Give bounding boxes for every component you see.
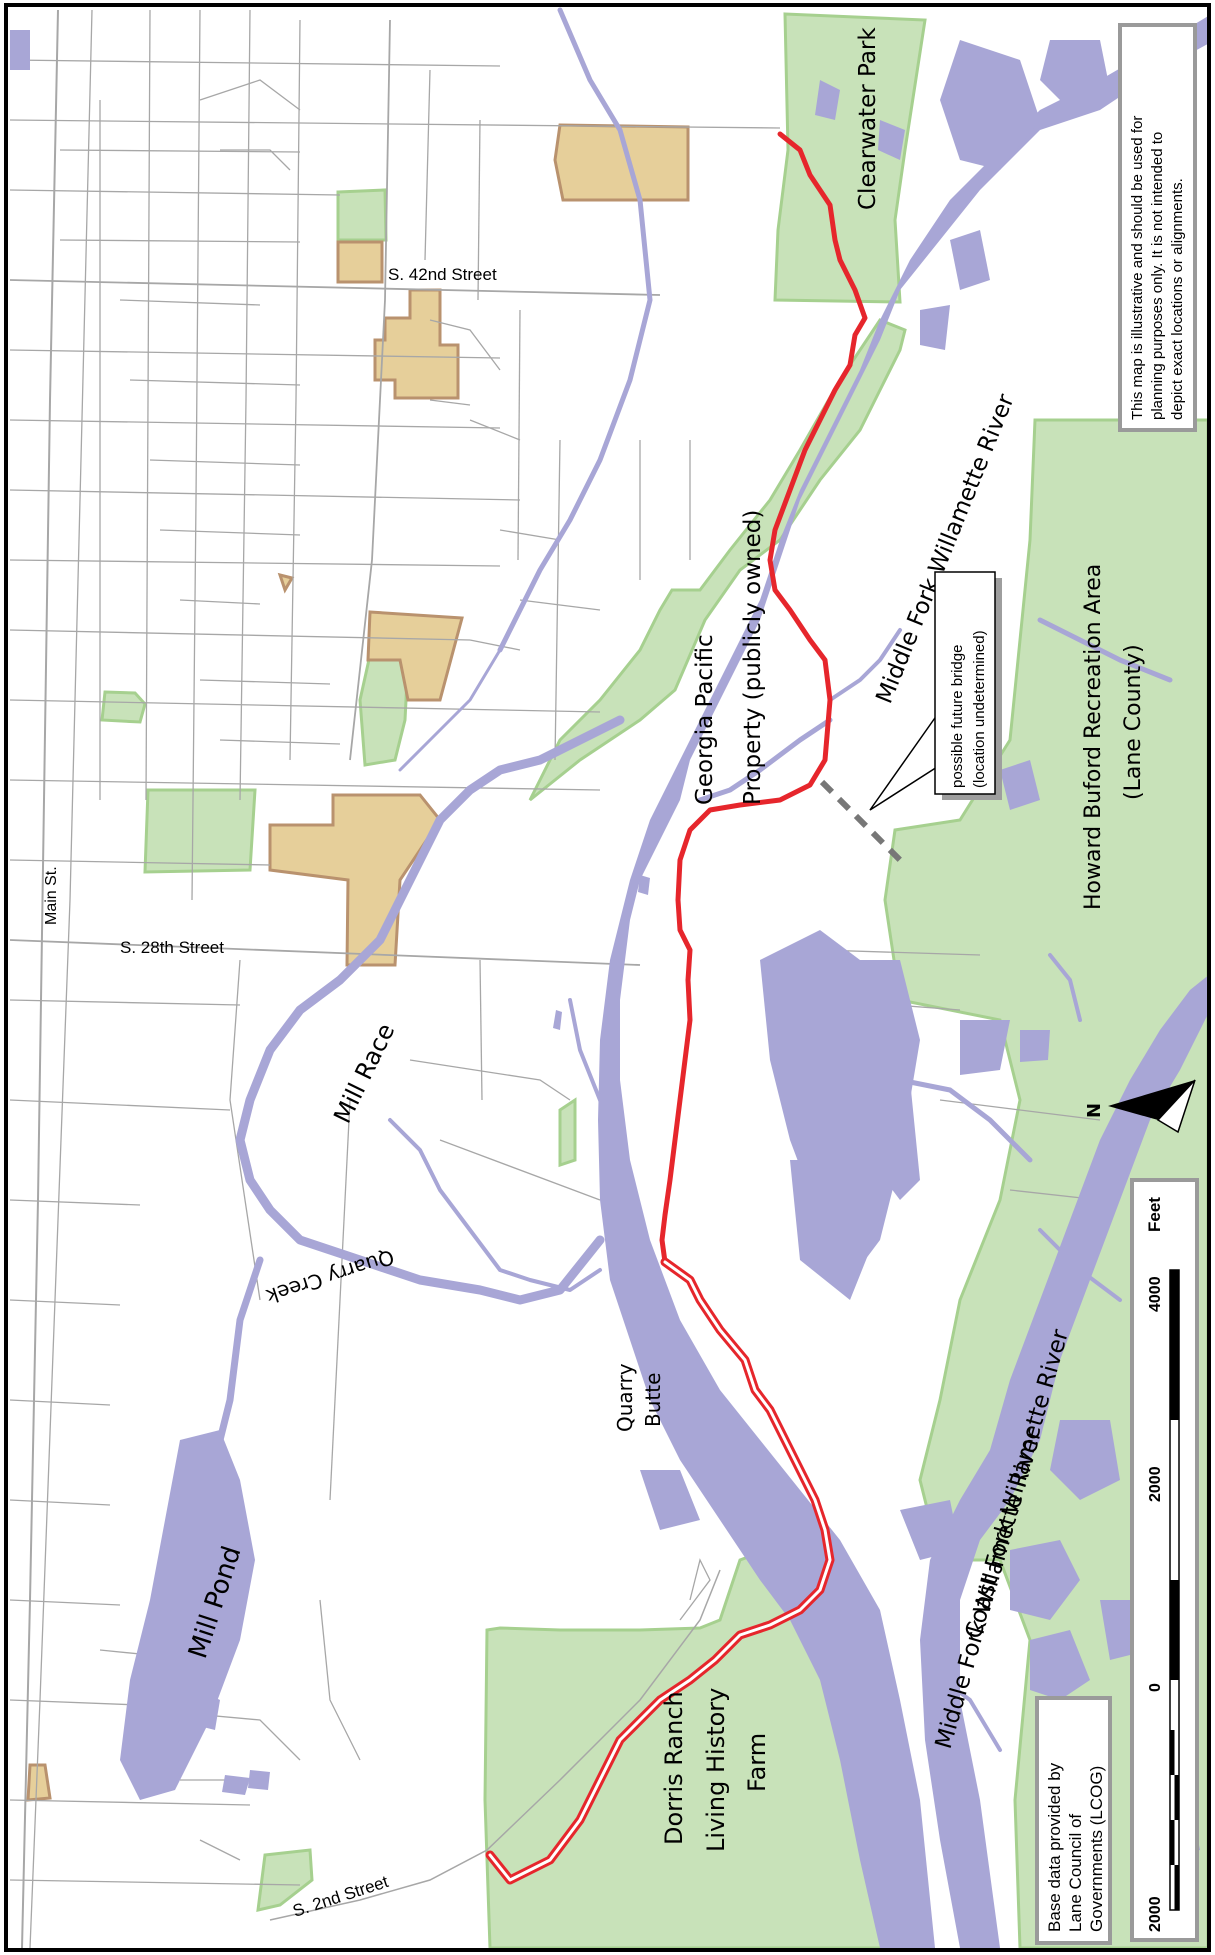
label-dorris-ranch-2: Living History xyxy=(702,1688,730,1852)
scale-bar: 2000 0 2000 4000 Feet xyxy=(1130,1178,1199,1942)
parcel-4 xyxy=(366,610,464,702)
bridge-callout-line1: possible future bridge xyxy=(949,645,966,788)
credit-line3: Governments (LCOG) xyxy=(1087,1766,1106,1932)
mill-race-stream xyxy=(235,715,625,1305)
label-quarry-butte-2: Butte xyxy=(641,1373,665,1427)
road-network xyxy=(9,9,1101,1948)
disclaimer-line3: depict exact locations or alignments. xyxy=(1169,178,1186,420)
disclaimer-box: This map is illustrative and should be u… xyxy=(1118,23,1197,432)
scale-unit: Feet xyxy=(1145,1197,1164,1232)
credit-line1: Base data provided by xyxy=(1045,1762,1064,1932)
label-dorris-ranch-3: Farm xyxy=(743,1733,771,1792)
disclaimer-line1: This map is illustrative and should be u… xyxy=(1129,116,1146,420)
parcel-5 xyxy=(268,793,442,967)
parcel-7 xyxy=(26,1763,52,1802)
disclaimer-line2: planning purposes only. It is not intend… xyxy=(1149,132,1166,420)
park-small-1 xyxy=(336,188,388,242)
scale-tick-4: 4000 xyxy=(1147,1276,1164,1312)
label-dorris-ranch-1: Dorris Ranch xyxy=(660,1691,688,1845)
s-42nd-road xyxy=(9,279,661,296)
park-strip-1 xyxy=(558,1097,577,1168)
bridge-callout-line2: (location undetermined) xyxy=(971,630,988,788)
trail-existing xyxy=(659,131,868,1265)
future-bridge-dashed xyxy=(819,779,903,863)
s-2nd-road xyxy=(269,1569,721,1921)
label-georgia-pacific-2: Property (publicly owned) xyxy=(740,510,766,805)
clearwater-park-area xyxy=(773,12,927,304)
mill-pond xyxy=(120,1430,255,1800)
trail-proposed xyxy=(485,1257,835,1885)
north-arrow-label: N xyxy=(1084,1103,1105,1118)
label-quarry-butte-1: Quarry xyxy=(613,1363,637,1432)
s-28th-road xyxy=(9,939,641,966)
parcel-areas xyxy=(26,123,690,1802)
coast-fork-willamette-channel xyxy=(920,976,1207,1948)
north-arrow: N xyxy=(1084,1079,1196,1134)
bridge-callout: possible future bridge (location undeter… xyxy=(869,571,1002,811)
label-main-st: Main St. xyxy=(43,866,60,925)
map-frame xyxy=(4,3,1211,1952)
park-small-5 xyxy=(256,1848,314,1912)
label-s-28th: S. 28th Street xyxy=(120,938,224,957)
quarry-creek-stream xyxy=(388,1118,602,1292)
label-howard-buford-1: Howard Buford Recreation Area xyxy=(1081,564,1106,910)
label-s-42nd: S. 42nd Street xyxy=(388,265,497,284)
park-small-3 xyxy=(143,788,257,874)
scale-tick-3: 2000 xyxy=(1147,1466,1164,1502)
park-areas xyxy=(100,12,1207,1948)
middle-fork-willamette-channel xyxy=(598,16,1207,1948)
park-small-2 xyxy=(100,690,147,724)
label-georgia-pacific-1: Georgia Pacific xyxy=(692,634,718,805)
scale-tick-2: 0 xyxy=(1147,1683,1164,1692)
main-st-road xyxy=(21,9,59,1948)
parcel-6 xyxy=(277,572,295,594)
streams xyxy=(216,7,1173,1752)
parcel-2 xyxy=(336,240,384,284)
label-clearwater-park: Clearwater Park xyxy=(855,27,881,210)
scale-tick-1: 2000 xyxy=(1147,1896,1164,1932)
credit-line2: Lane Council of xyxy=(1066,1814,1085,1932)
credit-box: Base data provided by Lane Council of Go… xyxy=(1035,1696,1112,1945)
label-howard-buford-2: (Lane County) xyxy=(1121,644,1146,800)
